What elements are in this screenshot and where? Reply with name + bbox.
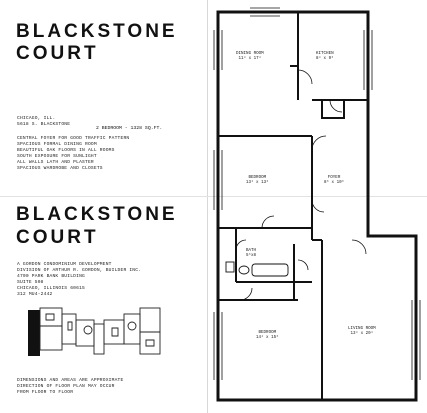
page-fold-vertical xyxy=(207,0,208,413)
bath-fixtures xyxy=(225,261,289,277)
feature-item: SPACIOUS WARDROBE AND CLOSETS xyxy=(17,166,103,171)
room-kitchen: KITCHEN 8⁴ x 9⁶ xyxy=(316,52,334,62)
key-plan xyxy=(28,307,161,356)
title-line-4: COURT xyxy=(16,227,99,248)
interior-walls xyxy=(218,12,368,400)
developer-block: A GORDON CONDOMINIUM DEVELOPMENT DIVISIO… xyxy=(17,262,141,298)
feature-item: ALL WALLS LATH AND PLASTER xyxy=(17,160,94,165)
room-dimensions: 8⁶ x 10⁶ xyxy=(324,181,345,185)
page-fold-horizontal xyxy=(0,196,427,197)
windows xyxy=(213,7,421,380)
developer-line: 4700 PARK BANK BUILDING xyxy=(17,274,86,279)
feature-item: CENTRAL FOYER FOR GOOD TRAFFIC PATTERN xyxy=(17,136,130,141)
room-living: LIVING ROOM 13⁴ x 20⁴ xyxy=(348,327,376,337)
developer-line: A GORDON CONDOMINIUM DEVELOPMENT xyxy=(17,262,112,267)
room-dimensions: 13⁴ x 13⁶ xyxy=(246,181,269,185)
feature-item: BEAUTIFUL OAK FLOORS IN ALL ROOMS xyxy=(17,148,115,153)
disclaimer-line: FROM FLOOR TO FLOOR xyxy=(17,390,74,395)
room-name: BATH xyxy=(246,249,257,253)
disclaimer-line: DIRECTION OF FLOOR PLAN MAY OCCUR xyxy=(17,384,115,389)
developer-line: 312 MU4-2442 xyxy=(17,292,53,297)
room-dimensions: 13⁴ x 20⁴ xyxy=(350,332,374,336)
room-name: LIVING ROOM xyxy=(348,327,376,331)
developer-line: CHICAGO, ILLINOIS 60615 xyxy=(17,286,86,291)
room-bedroom-1: BEDROOM 13⁴ x 13⁶ xyxy=(246,176,269,186)
unit-area: 2 BEDROOM - 1328 SQ.FT. xyxy=(96,126,163,131)
disclaimer-line: DIMENSIONS AND AREAS ARE APPROXIMATE xyxy=(17,378,124,383)
door-swings xyxy=(235,69,367,301)
room-dining: DINING ROOM 11⁴ x 17⁴ xyxy=(236,52,264,62)
room-name: BEDROOM xyxy=(248,176,267,180)
room-name: KITCHEN xyxy=(316,52,334,56)
room-dimensions: 11⁴ x 17⁴ xyxy=(238,57,262,61)
location-block: CHICAGO, ILL. 5618 S. BLACKSTONE xyxy=(17,116,70,128)
feature-item: SPACIOUS FORMAL DINING ROOM xyxy=(17,142,97,147)
features-list: CENTRAL FOYER FOR GOOD TRAFFIC PATTERN S… xyxy=(17,136,129,172)
room-foyer: FOYER 8⁶ x 10⁶ xyxy=(324,176,344,186)
title-line-2: COURT xyxy=(16,43,99,64)
room-dimensions: 14⁴ x 15⁶ xyxy=(256,336,279,340)
room-name: BEDROOM xyxy=(258,331,277,335)
developer-line: SUITE 508 xyxy=(17,280,44,285)
room-name: DINING ROOM xyxy=(236,52,264,56)
room-dimensions: 5⁶x8 xyxy=(246,254,257,258)
room-name: FOYER xyxy=(327,176,341,180)
location-city: CHICAGO, ILL. xyxy=(17,116,56,121)
title-line-1: BLACKSTONE xyxy=(16,21,178,42)
room-bath: BATH 5⁶x8 xyxy=(246,249,256,259)
key-plan-highlighted-unit xyxy=(28,310,40,356)
exterior-walls xyxy=(216,10,418,402)
location-address: 5618 S. BLACKSTONE xyxy=(17,122,71,127)
key-plan-outline xyxy=(39,307,161,355)
room-bedroom-2: BEDROOM 14⁴ x 15⁶ xyxy=(256,331,279,341)
feature-item: SOUTH EXPOSURE FOR SUNLIGHT xyxy=(17,154,97,159)
title-line-3: BLACKSTONE xyxy=(16,204,178,225)
room-dimensions: 8⁴ x 9⁶ xyxy=(316,57,334,61)
developer-line: DIVISION OF ARTHUR R. GORDON, BUILDER IN… xyxy=(17,268,142,273)
disclaimer-block: DIMENSIONS AND AREAS ARE APPROXIMATE DIR… xyxy=(17,378,123,396)
